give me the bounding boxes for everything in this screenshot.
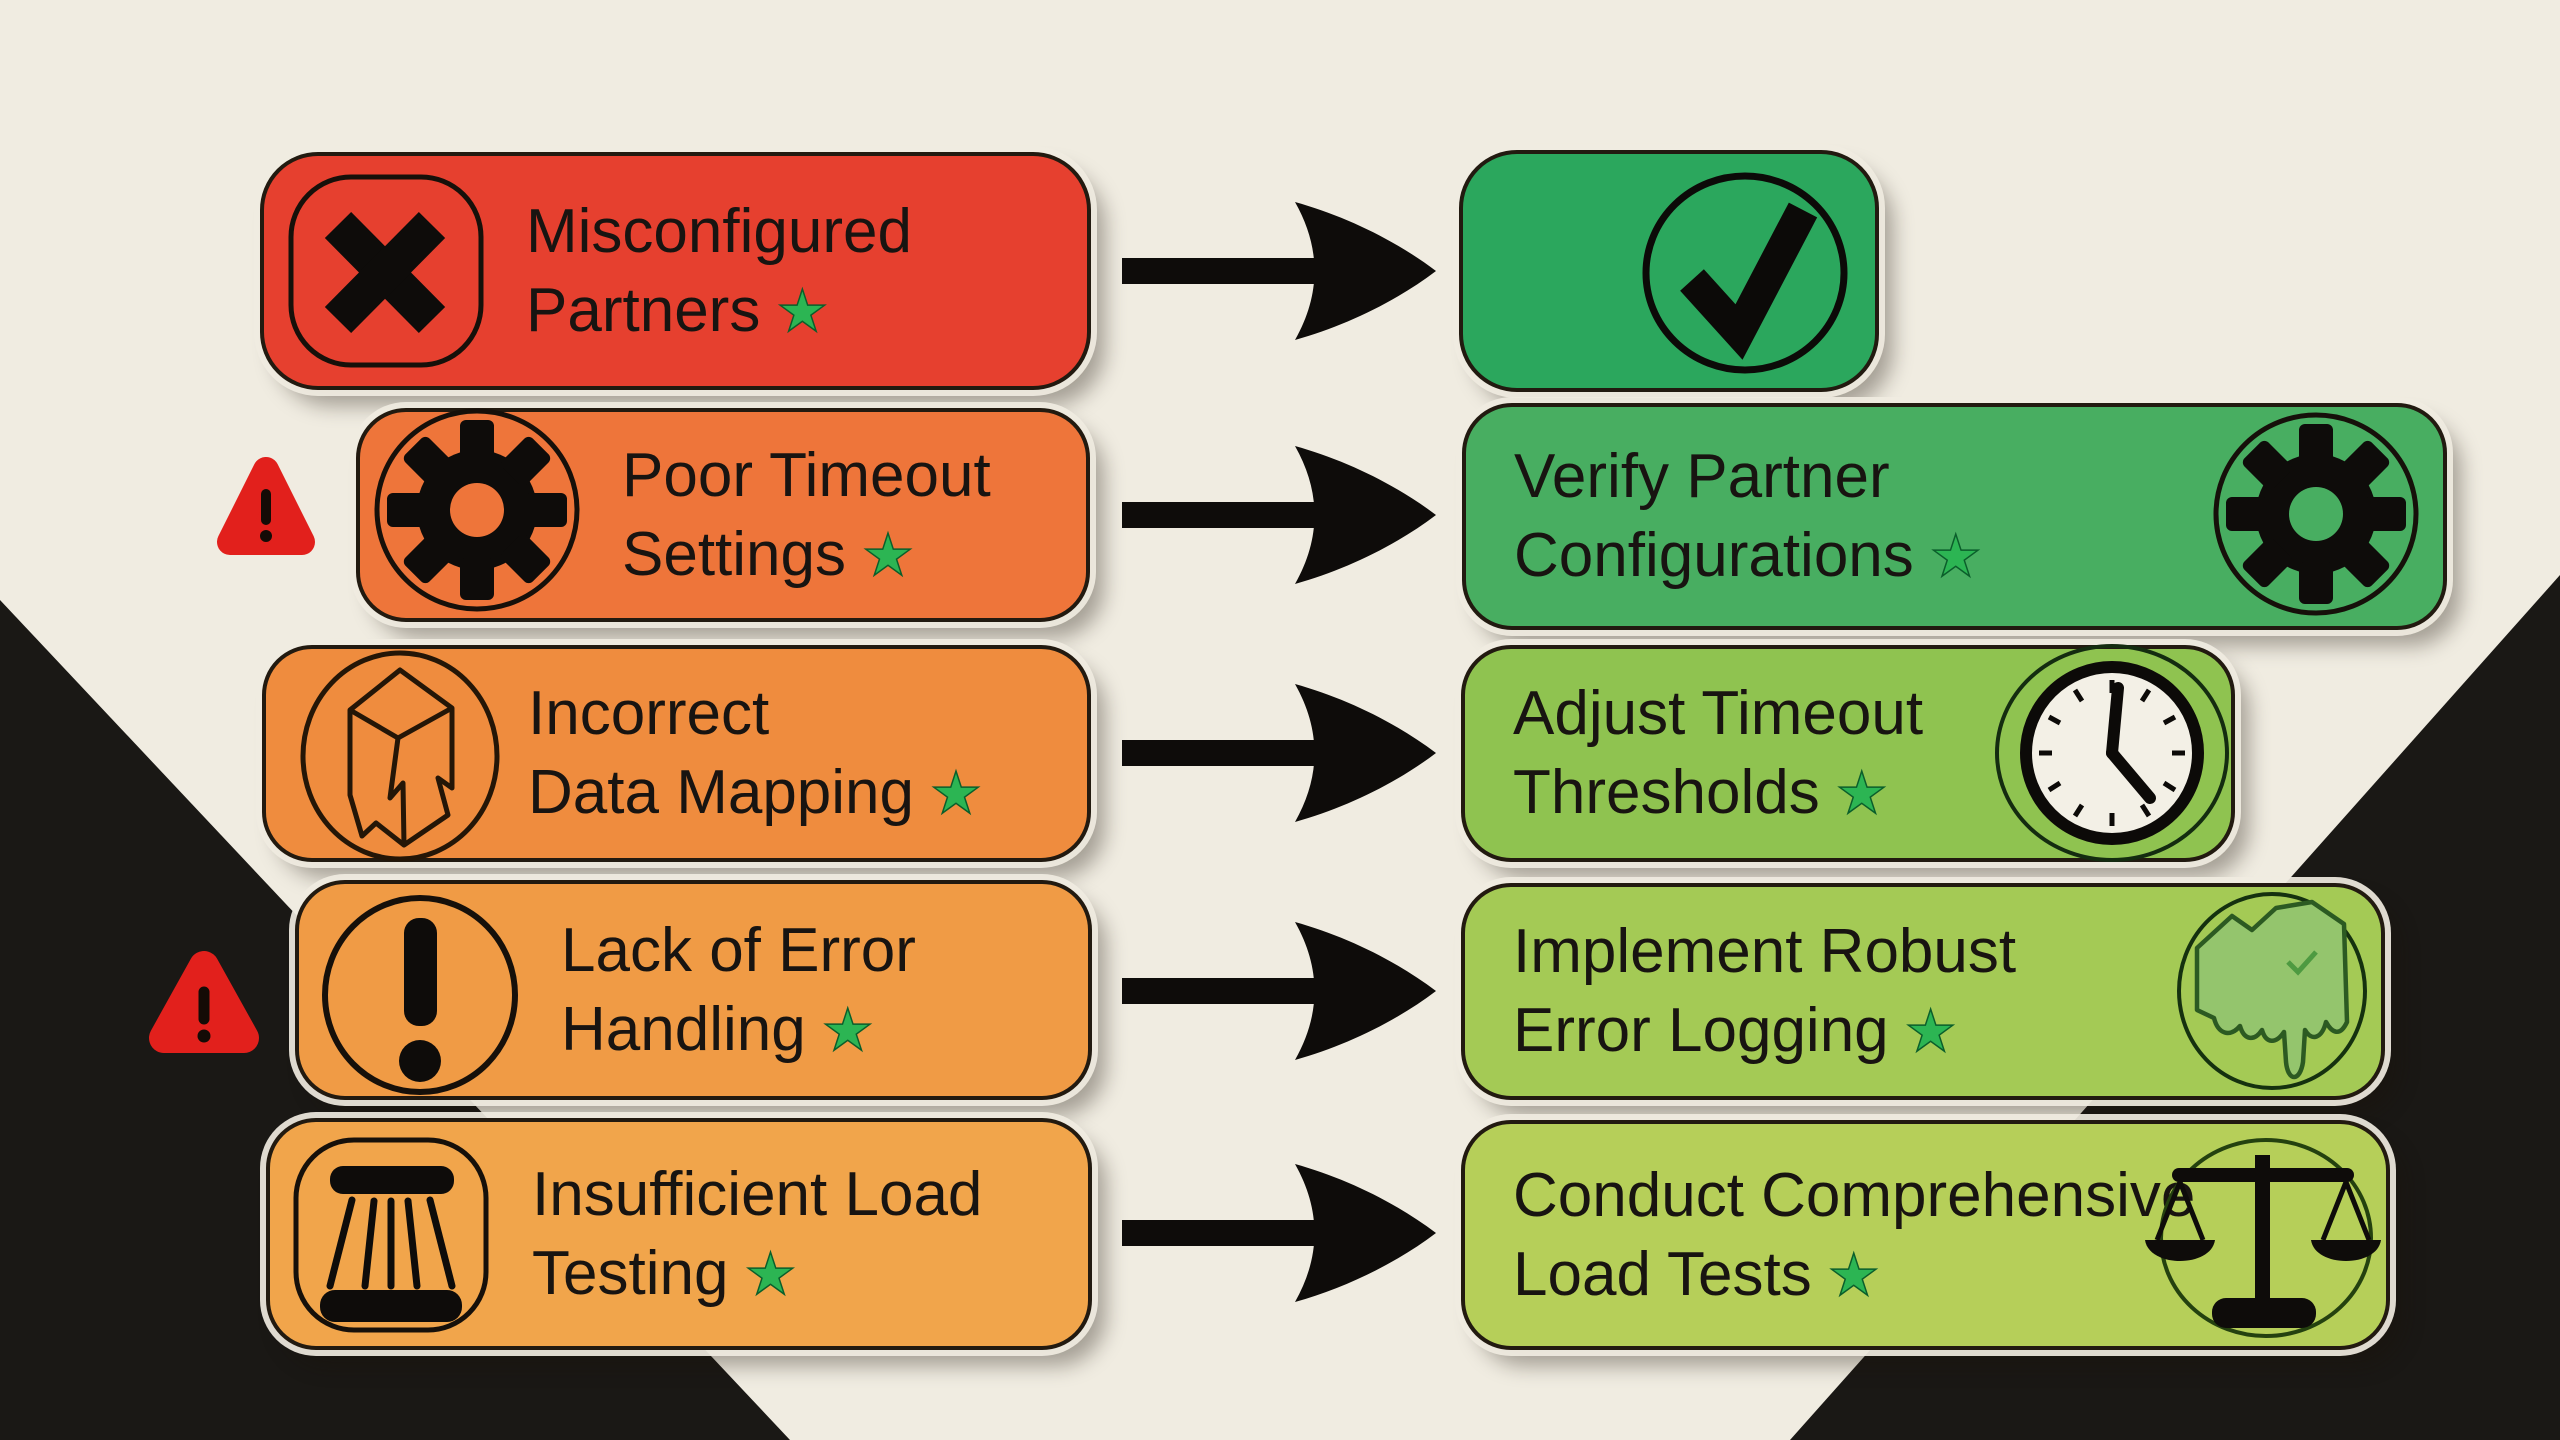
- solution-label-line1: Adjust Timeout: [1513, 679, 1924, 748]
- solution-box-verify-partner-configurations: Verify Partner Configurations★: [1462, 403, 2447, 630]
- solution-label-line1: Verify Partner: [1514, 442, 1890, 511]
- solution-box-implement-robust-error-logging: Implement Robust Error Logging★: [1461, 883, 2385, 1100]
- problem-box-incorrect-data-mapping: Incorrect Data Mapping★: [262, 645, 1091, 862]
- star-icon: ★: [861, 520, 915, 590]
- star-icon: ★: [1835, 758, 1889, 828]
- star-icon: ★: [744, 1239, 798, 1309]
- solution-label-line2: Configurations★: [1514, 516, 2443, 596]
- solution-label-line1: Conduct Comprehensive: [1513, 1160, 2196, 1230]
- star-icon: ★: [776, 276, 830, 346]
- problem-box-misconfigured-partners: Misconfigured Partners★: [260, 152, 1091, 390]
- solution-label-line1: Implement Robust: [1513, 917, 2017, 986]
- problem-label-line2: Data Mapping★: [528, 753, 1087, 833]
- solution-label-line2: Load Tests★: [1513, 1235, 2386, 1315]
- solution-label-line2: Error Logging★: [1513, 991, 2381, 1071]
- star-icon: ★: [1929, 521, 1983, 591]
- problem-label-line1: Insufficient Load: [532, 1159, 983, 1229]
- solution-box-checkmark: [1459, 150, 1879, 392]
- solution-label-line2: Thresholds★: [1513, 753, 2231, 833]
- problem-label-line2: Settings★: [622, 515, 1086, 595]
- arrow-row-5: [1122, 1164, 1436, 1302]
- star-icon: ★: [1827, 1240, 1881, 1310]
- star-icon: ★: [821, 995, 875, 1065]
- warning-triangle-icon: [217, 457, 315, 555]
- warning-triangle-icon: [149, 951, 259, 1053]
- problem-label-line1: Poor Timeout: [622, 440, 991, 510]
- problem-box-lack-of-error-handling: Lack of Error Handling★: [295, 880, 1092, 1100]
- solution-box-conduct-comprehensive-load-tests: Conduct Comprehensive Load Tests★: [1461, 1120, 2390, 1350]
- arrow-row-4: [1122, 922, 1436, 1060]
- arrow-row-1: [1122, 202, 1436, 340]
- star-icon: ★: [1904, 996, 1958, 1066]
- problem-box-poor-timeout-settings: Poor Timeout Settings★: [356, 408, 1090, 622]
- problem-label-line1: Incorrect: [528, 679, 770, 748]
- problem-box-insufficient-load-testing: Insufficient Load Testing★: [266, 1118, 1092, 1350]
- problem-label-line2: Partners★: [526, 271, 1087, 351]
- arrow-row-2: [1122, 446, 1436, 584]
- arrow-row-3: [1122, 684, 1436, 822]
- star-icon: ★: [929, 758, 983, 828]
- problem-label-line2: Handling★: [561, 990, 1088, 1070]
- solution-box-adjust-timeout-thresholds: Adjust Timeout Thresholds★: [1461, 645, 2235, 862]
- problem-label-line2: Testing★: [532, 1234, 1088, 1314]
- problem-label-line1: Lack of Error: [561, 915, 916, 985]
- problem-label-line1: Misconfigured: [526, 196, 912, 266]
